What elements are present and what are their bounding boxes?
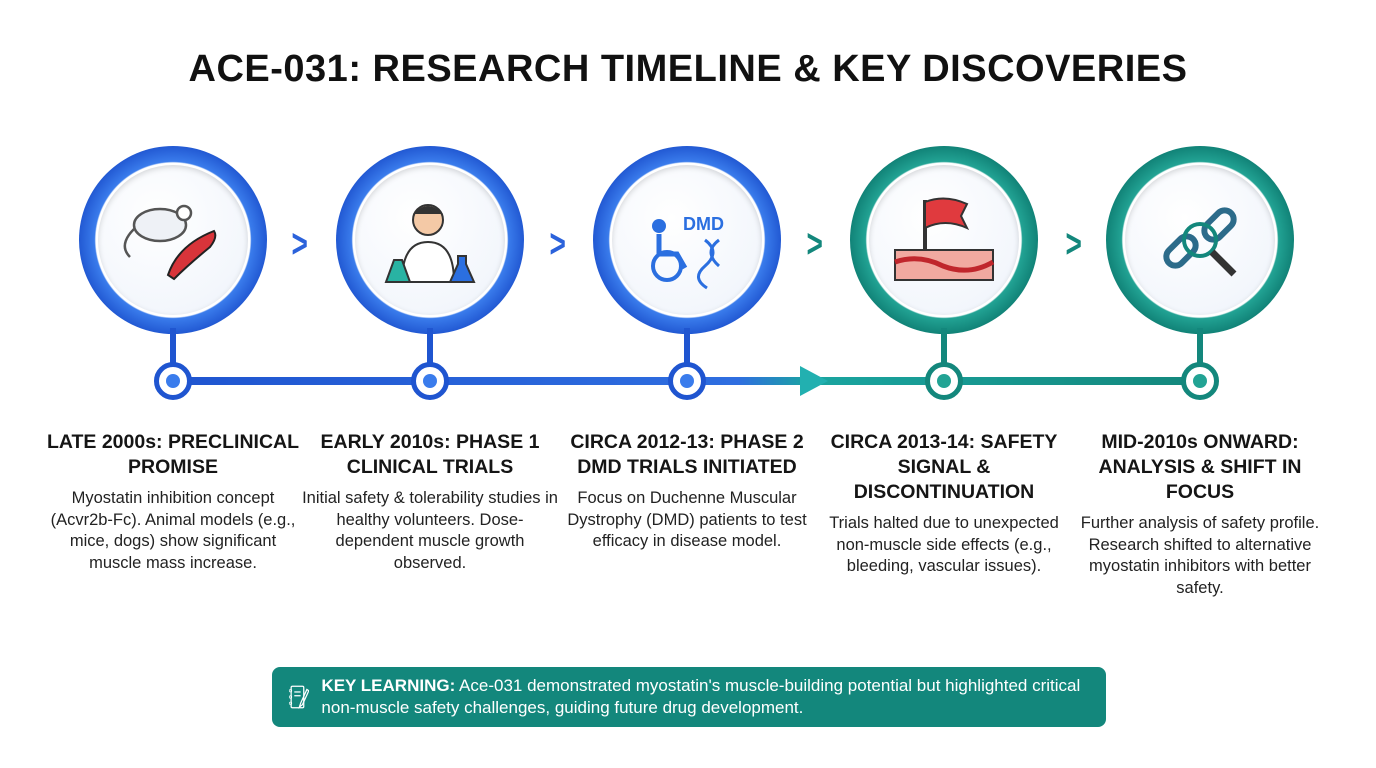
key-learning-text: Ace-031 demonstrated myostatin's muscle-… xyxy=(321,676,1081,717)
stem xyxy=(684,328,690,378)
svg-text:DMD: DMD xyxy=(683,214,724,234)
notepad-pencil-icon xyxy=(288,685,310,709)
stem xyxy=(427,328,433,378)
stage-1-icon-circle xyxy=(79,146,267,334)
stage-body: Myostatin inhibition concept (Acvr2b-Fc)… xyxy=(50,489,296,572)
stem xyxy=(941,328,947,378)
key-learning-banner: KEY LEARNING: Ace-031 demonstrated myost… xyxy=(272,667,1106,727)
stem xyxy=(170,328,176,378)
timeline-dot-1 xyxy=(154,362,192,400)
timeline-dot-3 xyxy=(668,362,706,400)
stage-4: CIRCA 2013-14: SAFETY SIGNAL & DISCONTIN… xyxy=(816,430,1072,578)
timeline-dot-4 xyxy=(925,362,963,400)
stage-1: LATE 2000s: PRECLINICAL PROMISE Myostatin… xyxy=(45,430,301,574)
wheelchair-dna-icon: DMD xyxy=(651,214,724,290)
chevron-right-icon: > xyxy=(1065,222,1082,266)
mouse-muscle-icon xyxy=(123,204,217,281)
chevron-right-icon: > xyxy=(806,222,823,266)
chevron-right-icon: > xyxy=(291,222,308,266)
stage-4-icon-circle xyxy=(850,146,1038,334)
timeline-arrow-icon xyxy=(800,366,828,396)
stage-body: Trials halted due to unexpected non-musc… xyxy=(829,514,1059,575)
stage-heading: MID-2010s ONWARD: ANALYSIS & SHIFT IN FO… xyxy=(1098,431,1302,503)
stage-2: EARLY 2010s: PHASE 1 CLINICAL TRIALS Init… xyxy=(302,430,558,574)
key-learning-label: KEY LEARNING: xyxy=(321,676,456,695)
stage-body: Initial safety & tolerability studies in… xyxy=(302,489,558,572)
timeline-dot-2 xyxy=(411,362,449,400)
stage-3-icon-circle: DMD xyxy=(593,146,781,334)
broken-chain-magnifier-icon xyxy=(1163,207,1237,277)
stage-5: MID-2010s ONWARD: ANALYSIS & SHIFT IN FO… xyxy=(1072,430,1328,599)
stage-heading: LATE 2000s: PRECLINICAL PROMISE xyxy=(46,431,300,478)
scientist-icon xyxy=(384,204,476,283)
timeline-dot-5 xyxy=(1181,362,1219,400)
stage-body: Further analysis of safety profile. Rese… xyxy=(1080,514,1320,597)
stage-2-icon-circle xyxy=(336,146,524,334)
stage-heading: EARLY 2010s: PHASE 1 CLINICAL TRIALS xyxy=(320,431,540,478)
stage-heading: CIRCA 2013-14: SAFETY SIGNAL & DISCONTIN… xyxy=(830,431,1058,503)
stem xyxy=(1197,328,1203,378)
stage-body: Focus on Duchenne Muscular Dystrophy (DM… xyxy=(567,489,807,550)
stage-3: CIRCA 2012-13: PHASE 2 DMD TRIALS INITIA… xyxy=(559,430,815,553)
page-title: ACE-031: RESEARCH TIMELINE & KEY DISCOVE… xyxy=(188,48,1188,90)
stage-5-icon-circle xyxy=(1106,146,1294,334)
red-flag-vessel-icon xyxy=(894,197,995,281)
stage-heading: CIRCA 2012-13: PHASE 2 DMD TRIALS INITIA… xyxy=(570,431,804,478)
chevron-right-icon: > xyxy=(549,222,566,266)
